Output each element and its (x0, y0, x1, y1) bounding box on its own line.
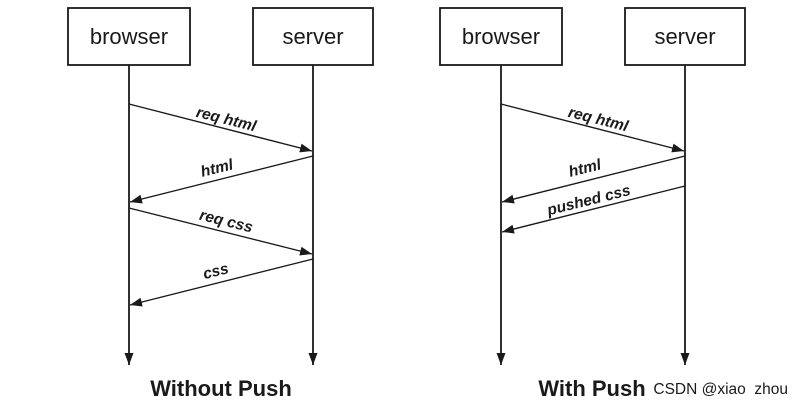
message-arrow-html (501, 155, 686, 204)
actor-label-browser: browser (90, 24, 168, 49)
actor-box-browser (67, 7, 191, 66)
diagram-without-push: browser server req html html req css css… (67, 7, 374, 401)
message-label-req-html: req html (566, 104, 630, 135)
diagram-with-push: browser server req html html pushed css … (439, 7, 746, 401)
watermark-text: CSDN @xiao zhou (653, 381, 788, 398)
actor-box-server (252, 7, 374, 66)
actor-box-server (624, 7, 746, 66)
actor-label-server: server (654, 24, 715, 49)
message-arrow-css (129, 258, 314, 307)
message-arrow-html (129, 155, 314, 204)
message-arrow-pushed-css (501, 185, 686, 234)
diagram-caption-without-push: Without Push (150, 376, 292, 401)
message-arrow-req-css (128, 207, 313, 256)
diagram-caption-with-push: With Push (538, 376, 645, 401)
message-label-req-html: req html (194, 104, 258, 135)
message-label-css: css (201, 260, 231, 283)
actor-label-browser: browser (462, 24, 540, 49)
message-arrow-req-html (500, 103, 685, 153)
actor-label-server: server (282, 24, 343, 49)
message-arrow-req-html (128, 103, 313, 153)
